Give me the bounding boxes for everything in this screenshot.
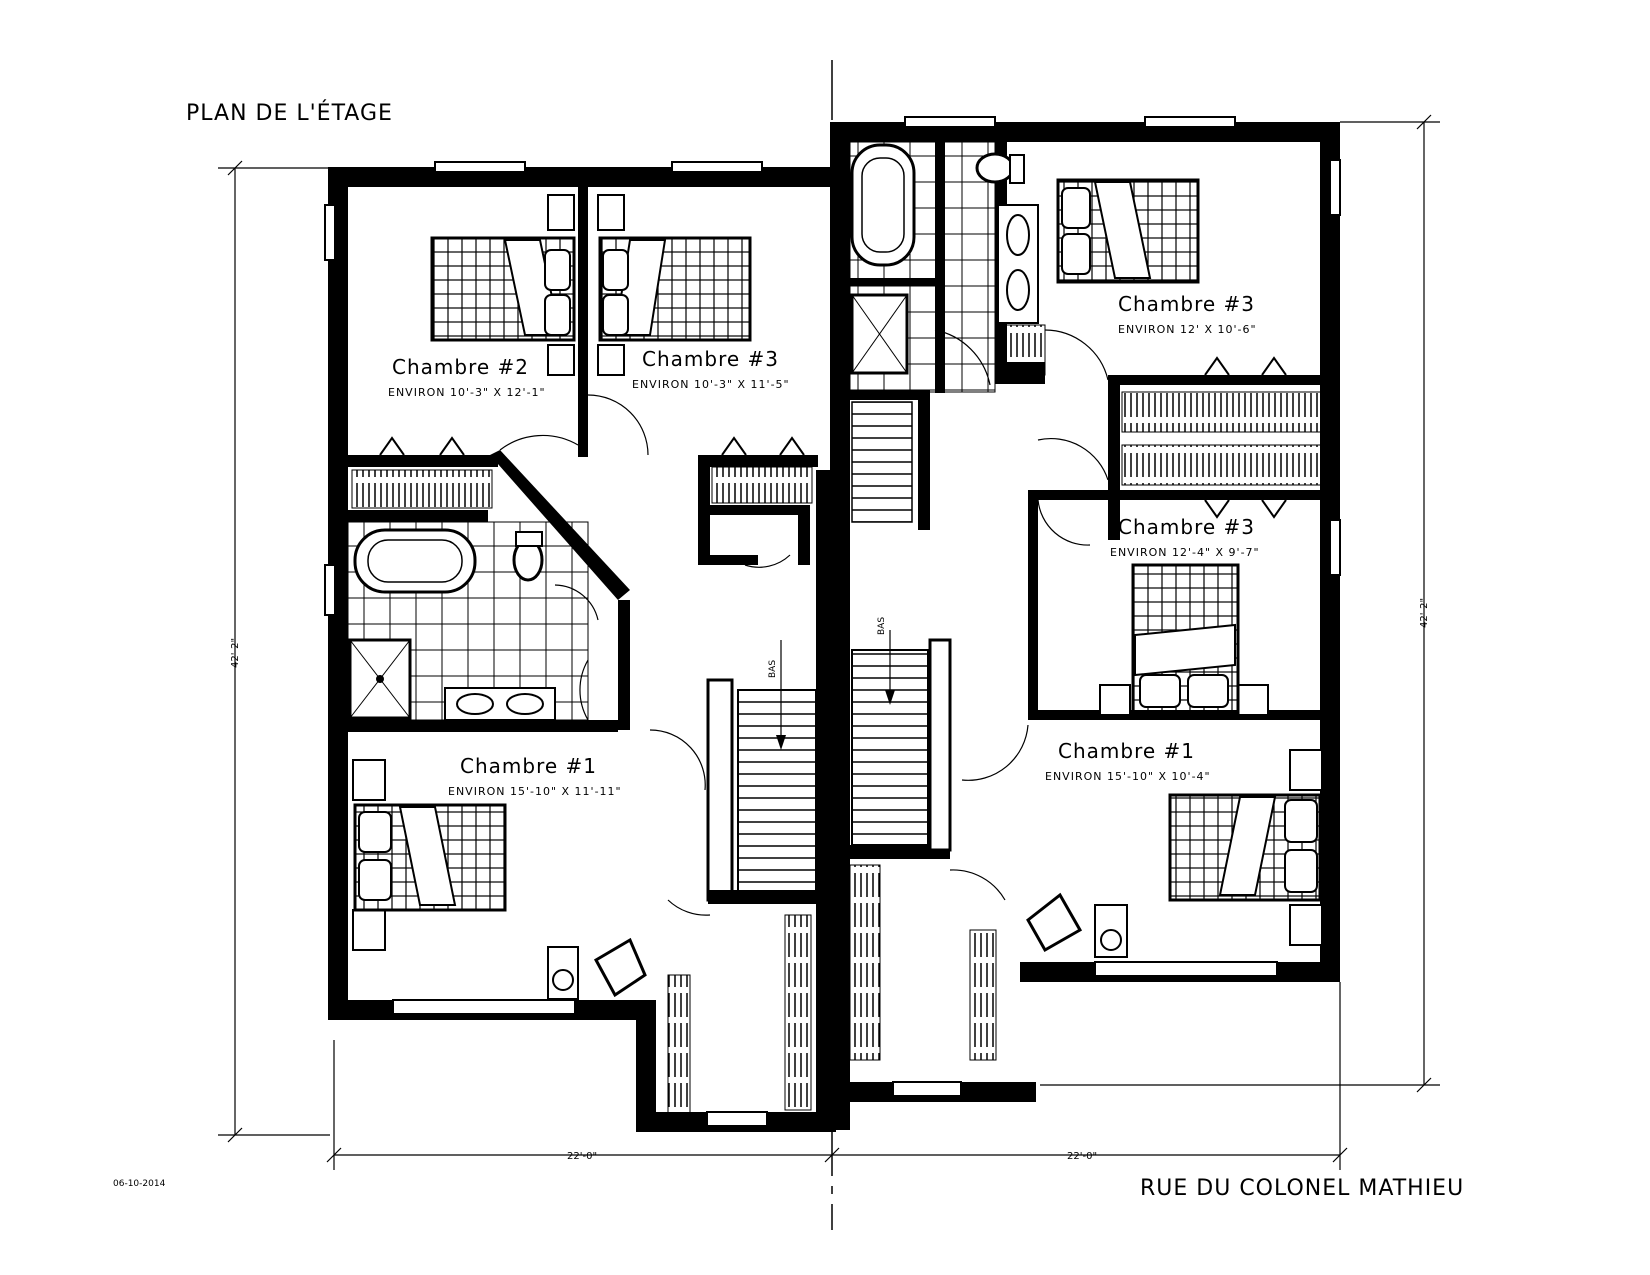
left-stair: BAS	[706, 640, 818, 904]
right-chambre-3a-size: ENVIRON 12' X 10'-6"	[1118, 323, 1257, 336]
right-closets	[849, 356, 1323, 1061]
left-bathroom	[347, 521, 589, 721]
left-height-dimension: 42'-2"	[230, 638, 241, 668]
bathtub-icon	[353, 528, 477, 594]
bed-chambre-3-left	[597, 194, 752, 376]
plan-title: PLAN DE L'ÉTAGE	[186, 100, 393, 126]
left-interior-walls	[348, 187, 818, 732]
left-chambre-3-name: Chambre #3	[642, 347, 779, 371]
bathtub-icon-right	[850, 143, 916, 267]
street-name: RUE DU COLONEL MATHIEU	[1140, 1176, 1464, 1201]
right-stair: BAS	[851, 617, 952, 852]
armchair-icon	[547, 937, 647, 1000]
plan-date: 06-10-2014	[113, 1179, 166, 1189]
armchair-icon-right	[1026, 892, 1128, 958]
left-unit: BAS	[324, 161, 836, 1132]
left-stair-label: BAS	[768, 660, 778, 678]
right-chambre-1-name: Chambre #1	[1058, 739, 1195, 763]
dimension-lines	[218, 114, 1440, 1170]
left-chambre-2-name: Chambre #2	[392, 355, 529, 379]
bed-chambre-2	[430, 194, 576, 376]
right-chambre-1-size: ENVIRON 15'-10" X 10'-4"	[1045, 770, 1211, 783]
right-chambre-3b-size: ENVIRON 12'-4" X 9'-7"	[1110, 546, 1260, 559]
left-doors	[499, 394, 791, 916]
right-bathroom	[849, 141, 1046, 393]
right-unit: BAS	[830, 116, 1341, 1130]
toilet-icon-right	[975, 152, 1015, 184]
bed-right-chambre-1	[1168, 749, 1323, 946]
right-stair-label: BAS	[877, 617, 887, 635]
right-windows	[892, 116, 1341, 1097]
bed-right-chambre-3-top	[1056, 178, 1200, 284]
left-windows	[324, 161, 768, 1127]
left-chambre-1-size: ENVIRON 15'-10" X 11'-11"	[448, 785, 622, 798]
left-chambre-2-size: ENVIRON 10'-3" X 12'-1"	[388, 386, 546, 399]
left-width-dimension: 22'-0"	[567, 1151, 597, 1162]
right-height-dimension: 42'-2"	[1419, 598, 1430, 628]
right-chambre-3a-name: Chambre #3	[1118, 292, 1255, 316]
left-chambre-1-name: Chambre #1	[460, 754, 597, 778]
left-closets	[351, 436, 813, 1116]
right-width-dimension: 22'-0"	[1067, 1151, 1097, 1162]
left-chambre-3-size: ENVIRON 10'-3" X 11'-5"	[632, 378, 790, 391]
right-doors	[934, 329, 1109, 901]
bed-chambre-1-left	[352, 759, 507, 951]
bed-right-chambre-3-mid	[1099, 563, 1269, 716]
right-chambre-3b-name: Chambre #3	[1118, 515, 1255, 539]
